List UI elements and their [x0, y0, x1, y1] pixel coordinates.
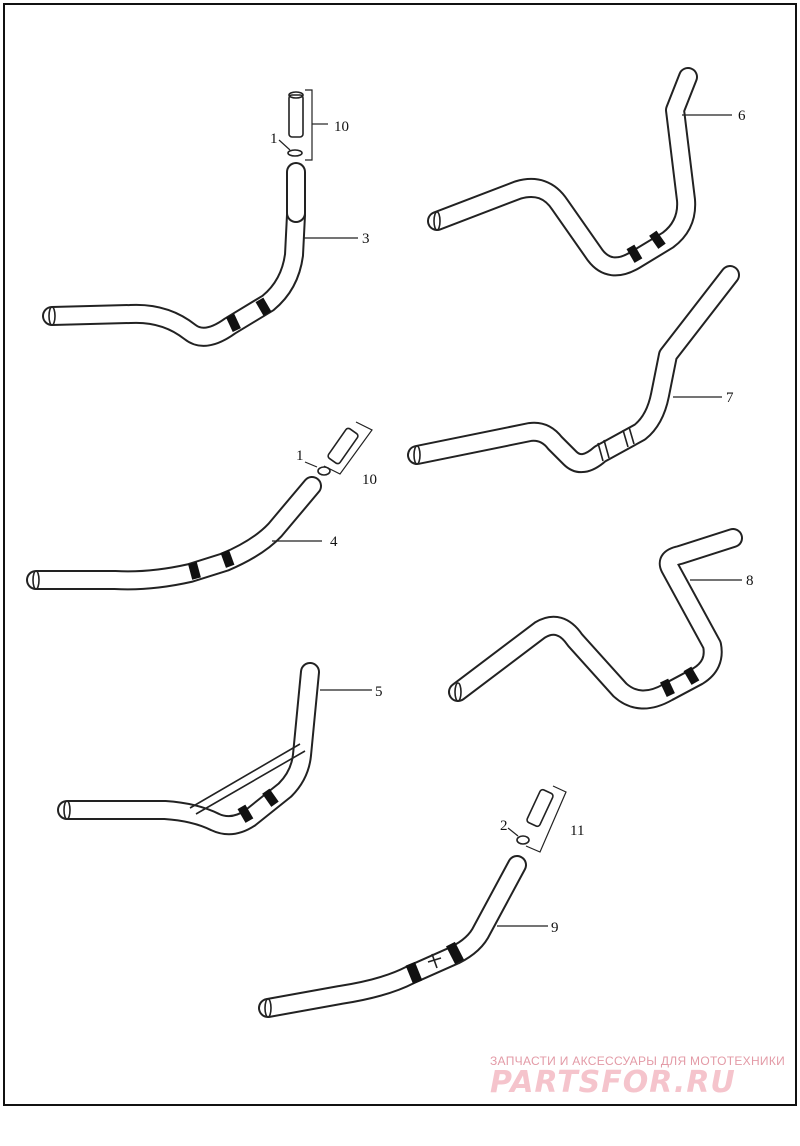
- clamp-band: [405, 961, 423, 985]
- handlebar-8: [448, 528, 743, 710]
- grip-10-upper: [278, 89, 328, 161]
- tube-end: [32, 570, 40, 590]
- callout-3: 3: [362, 231, 370, 247]
- tube-end: [63, 800, 71, 820]
- callout-7: 7: [726, 390, 734, 406]
- washer: [287, 149, 303, 157]
- callout-1-middle: 1: [296, 448, 304, 464]
- clamp-band: [188, 561, 201, 580]
- watermark-logo: PARTSFOR.RU: [490, 1065, 736, 1100]
- handlebar-5: [57, 662, 320, 836]
- clamp-band: [255, 297, 272, 316]
- tube-end: [413, 445, 421, 465]
- clamp-band: [220, 549, 235, 568]
- clamp-band: [683, 666, 700, 685]
- callout-10-middle: 10: [362, 472, 377, 488]
- callout-4: 4: [330, 534, 338, 550]
- callout-8: 8: [746, 573, 754, 589]
- handlebar-7: [407, 265, 740, 474]
- handlebar-4: [26, 476, 322, 591]
- clamp-band: [446, 941, 464, 965]
- tube-end: [454, 682, 462, 702]
- callout-2: 2: [500, 818, 508, 834]
- grip-10-middle: [304, 421, 373, 476]
- grip-11: [507, 785, 567, 853]
- tube-end: [433, 211, 441, 231]
- clamp-band: [659, 678, 675, 697]
- callout-5: 5: [375, 684, 383, 700]
- washer: [516, 835, 530, 845]
- clamp-band: [626, 244, 643, 263]
- diagram-frame: [3, 3, 797, 1106]
- tube-end: [264, 998, 272, 1018]
- washer: [317, 466, 331, 476]
- clamp-band: [225, 313, 241, 332]
- grip: [288, 94, 304, 138]
- grip: [526, 788, 554, 828]
- clamp-band: [237, 804, 254, 823]
- handlebar-9: [258, 855, 527, 1018]
- tube-end: [48, 306, 56, 326]
- callout-9: 9: [551, 920, 559, 936]
- handlebar-3: [42, 162, 306, 347]
- callout-1-upper: 1: [270, 131, 278, 147]
- clamp-band: [262, 788, 279, 807]
- clamp-band: [649, 230, 666, 249]
- grip: [327, 427, 359, 465]
- watermark-tagline: ЗАПЧАСТИ И АКСЕССУАРЫ ДЛЯ МОТОТЕХНИКИ: [490, 1054, 785, 1068]
- callout-6: 6: [738, 108, 746, 124]
- callout-10-upper: 10: [334, 119, 349, 135]
- callout-11: 11: [570, 823, 584, 839]
- handlebar-6: [427, 67, 698, 277]
